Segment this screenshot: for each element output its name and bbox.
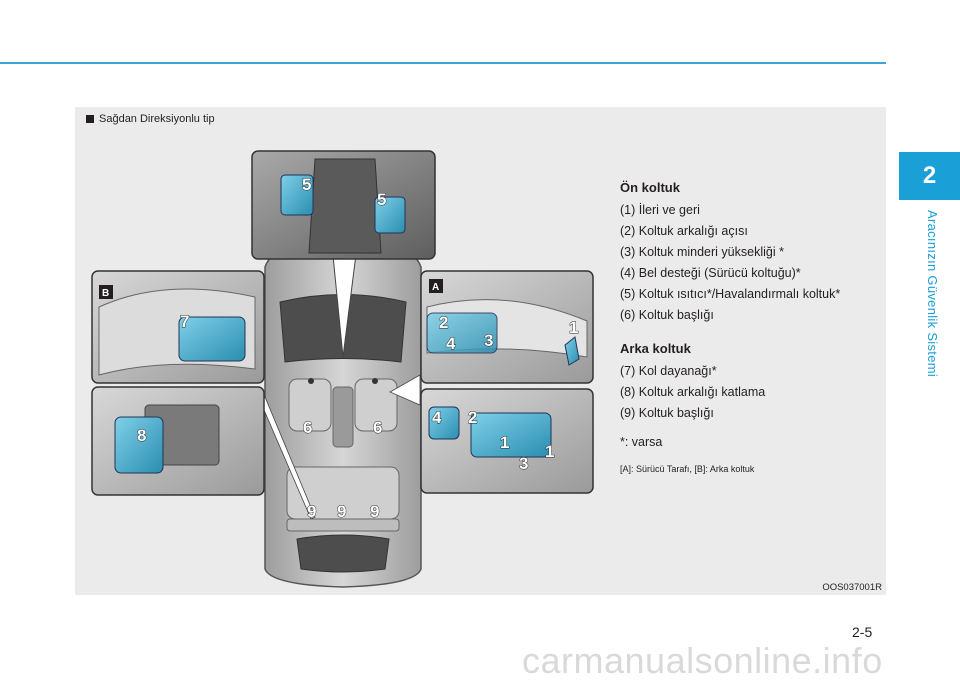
top-rule [0,62,886,64]
figure-code: OOS037001R [822,582,882,593]
rear-item-7: (7) Kol dayanağı* [620,364,717,378]
seat-legend: Ön koltuk (1) İleri ve geri (2) Koltuk a… [620,177,882,475]
callout-4-b: 4 [432,408,442,427]
callout-9-left: 9 [307,502,316,521]
inset-label-a: A [432,282,439,293]
chapter-number: 2 [922,162,937,189]
front-seat-heading: Ön koltuk [620,180,680,195]
chapter-title: Aracınızın Güvenlik Sistemi [925,210,940,378]
figure-caption: Sağdan Direksiyonlu tip [86,113,215,125]
front-item-2: (2) Koltuk arkalığı açısı [620,224,748,238]
callout-2-a: 2 [439,313,448,332]
inset-fold-panel [91,386,265,496]
inset-a-lower-panel [420,388,594,494]
front-item-1: (1) İleri ve geri [620,203,700,217]
callout-5-left: 5 [302,175,311,194]
inset-a-panel [420,270,594,384]
callout-7: 7 [180,312,189,331]
seat-figure: Sağdan Direksiyonlu tip [75,107,886,595]
callout-1-c: 1 [545,442,554,461]
rear-item-9: (9) Koltuk başlığı [620,406,714,420]
seat-illustration: 5 5 2 4 3 1 4 2 1 1 3 7 8 6 6 9 9 9 A B [91,150,594,588]
callout-9-right: 9 [370,502,379,521]
callout-5-right: 5 [377,190,386,209]
square-bullet-icon [86,115,94,123]
callout-3-a: 3 [484,331,493,350]
optional-note: *: varsa [620,435,663,449]
callout-9-mid: 9 [337,502,346,521]
chapter-number-tab[interactable]: 2 [899,152,960,200]
front-item-5: (5) Koltuk ısıtıcı*/Havalandırmalı koltu… [620,287,841,301]
rear-item-8: (8) Koltuk arkalığı katlama [620,385,766,399]
page-number: 2-5 [852,624,873,640]
inset-footnote: [A]: Sürücü Tarafı, [B]: Arka koltuk [620,464,755,474]
console-panel [251,150,436,260]
inset-label-b: B [102,288,109,299]
front-item-3: (3) Koltuk minderi yüksekliği * [620,245,784,259]
callout-1-b: 1 [500,433,509,452]
callout-6-left: 6 [303,418,312,437]
callout-8: 8 [137,426,146,445]
front-item-6: (6) Koltuk başlığı [620,308,714,322]
callout-2-b: 2 [468,408,477,427]
callout-4-a: 4 [446,334,456,353]
watermark: carmanualsonline.info [522,640,883,681]
callout-3-b: 3 [519,454,528,473]
callout-6-right: 6 [373,418,382,437]
rear-seat-heading: Arka koltuk [620,341,691,356]
callout-1-a: 1 [569,318,578,337]
front-item-4: (4) Bel desteği (Sürücü koltuğu)* [620,266,801,280]
figure-caption-text: Sağdan Direksiyonlu tip [99,113,215,125]
inset-b-panel [91,270,265,384]
